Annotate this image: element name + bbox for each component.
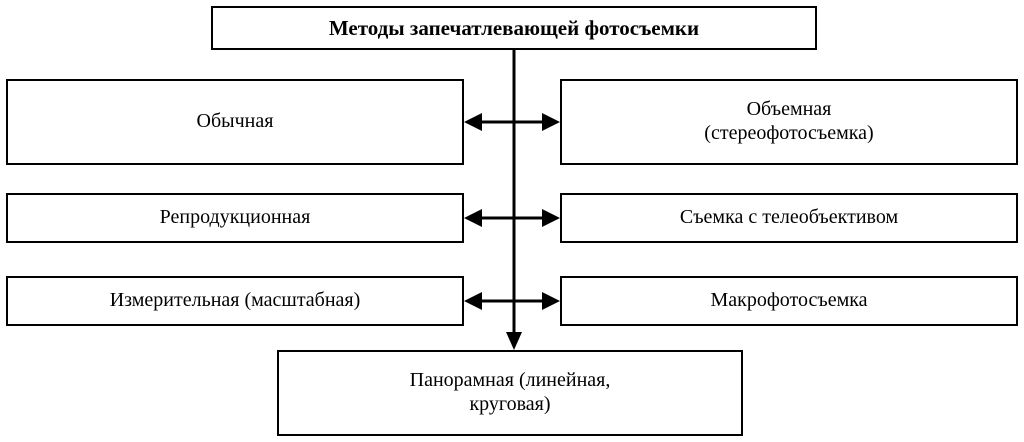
- node-obyemnaya-label-line2: (стереофотосъемка): [704, 122, 874, 144]
- node-obyemnaya: Объемная (стереофотосъемка): [560, 79, 1018, 165]
- node-title: Методы запечатлевающей фотосъемки: [211, 6, 817, 50]
- node-teleobjective: Съемка с телеобъективом: [560, 193, 1018, 243]
- node-panoramnaya-label-line1: Панорамная (линейная,: [409, 369, 611, 392]
- node-obychnaya-label: Обычная: [196, 110, 274, 133]
- node-reproduktsionnaya-label: Репродукционная: [159, 206, 311, 229]
- node-teleobjective-label: Съемка с телеобъективом: [679, 206, 899, 229]
- node-panoramnaya-label-line2: круговая): [469, 393, 551, 415]
- node-panoramnaya: Панорамная (линейная, круговая): [277, 350, 743, 436]
- node-izmeritelnaya-label: Измерительная (масштабная): [109, 289, 361, 312]
- node-makrofotosyemka-label: Макрофотосъемка: [710, 289, 868, 312]
- node-obyemnaya-label-line1: Объемная: [746, 98, 832, 121]
- node-izmeritelnaya: Измерительная (масштабная): [6, 276, 464, 326]
- node-makrofotosyemka: Макрофотосъемка: [560, 276, 1018, 326]
- node-obychnaya: Обычная: [6, 79, 464, 165]
- node-title-label: Методы запечатлевающей фотосъемки: [328, 15, 700, 40]
- node-reproduktsionnaya: Репродукционная: [6, 193, 464, 243]
